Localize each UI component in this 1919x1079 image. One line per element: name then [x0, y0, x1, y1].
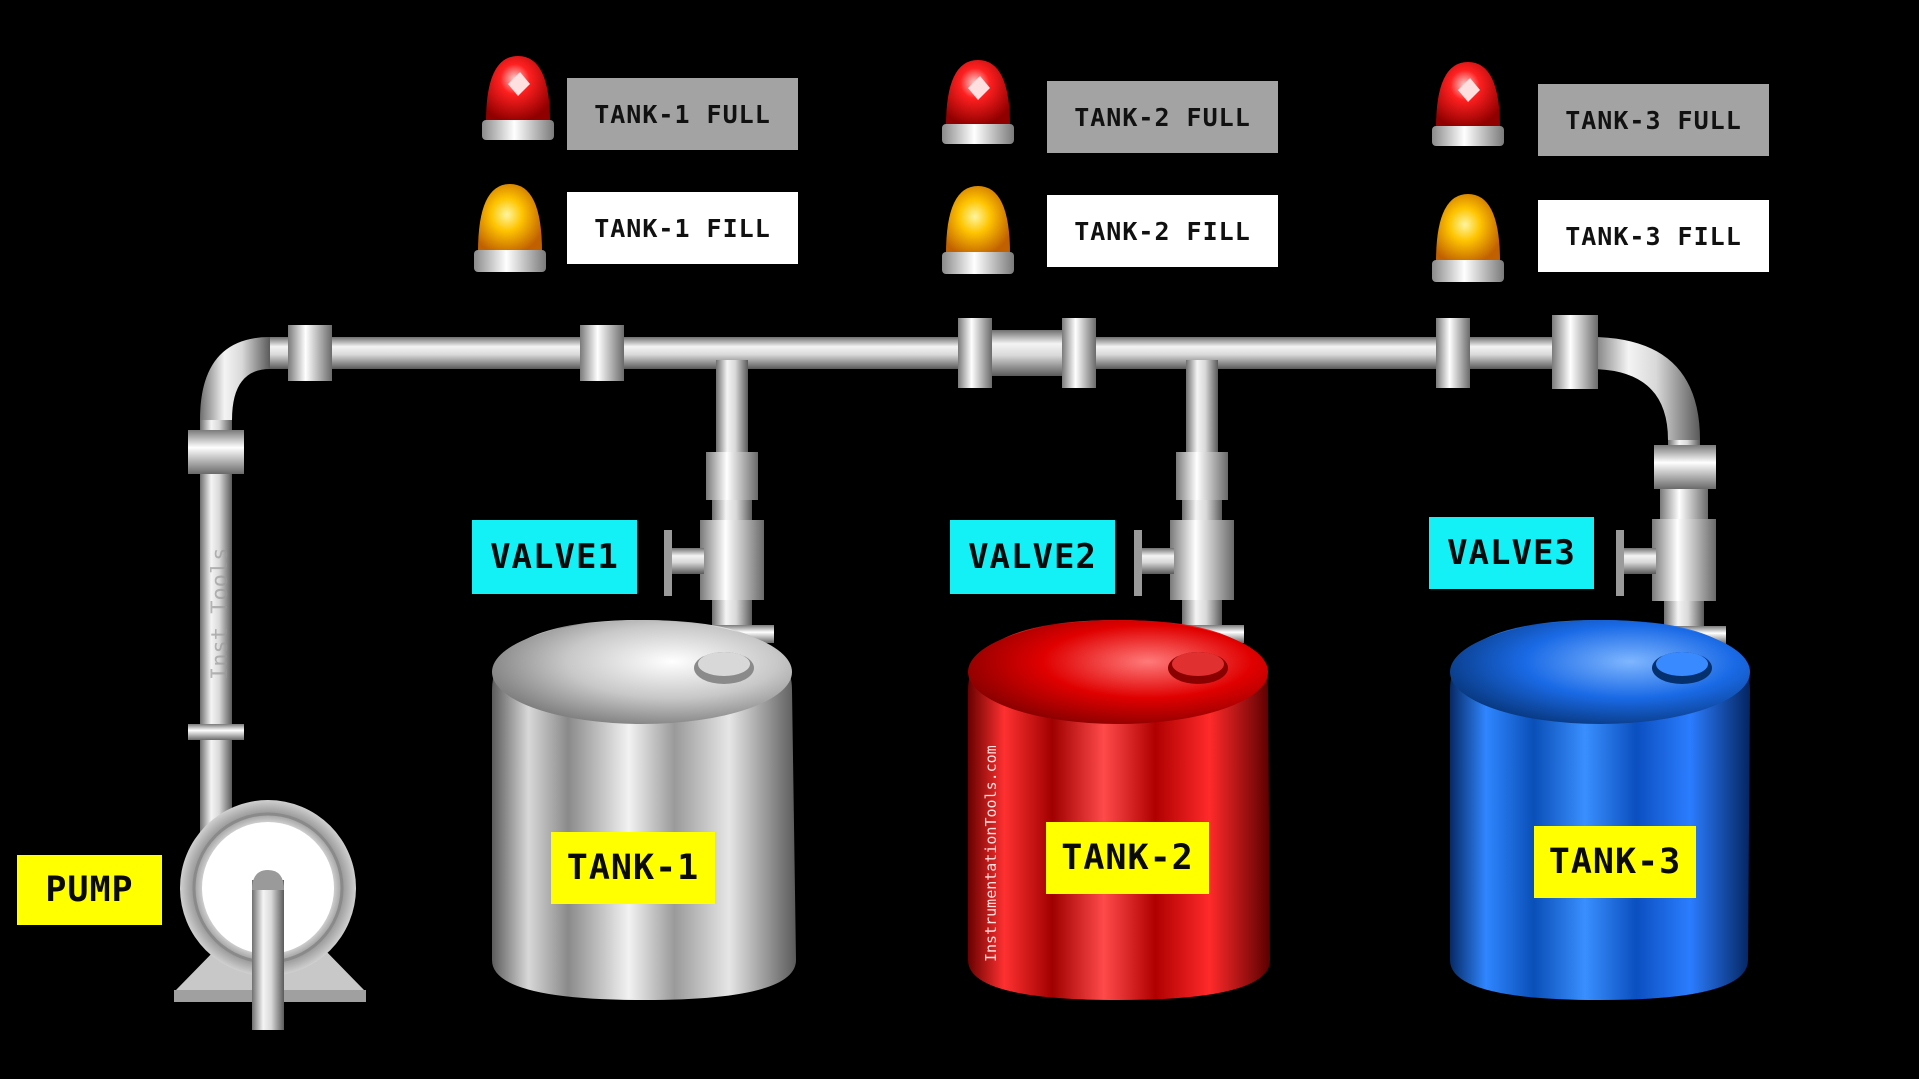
- tank3-label: TANK-3: [1534, 826, 1696, 898]
- valve-assembly-2: [1134, 452, 1244, 643]
- beacon-tank1-full: [482, 56, 554, 140]
- beacon-tank2-fill: [942, 186, 1014, 274]
- beacon-tank1-fill: [474, 184, 546, 272]
- pump-button[interactable]: PUMP: [17, 855, 162, 925]
- beacon-tank3-fill: [1432, 194, 1504, 282]
- tank3-full-label: TANK-3 FULL: [1538, 84, 1769, 156]
- valve3-button[interactable]: VALVE3: [1429, 517, 1594, 589]
- tank3-fill-label: TANK-3 FILL: [1538, 200, 1769, 272]
- valve-assembly-1: [664, 452, 774, 643]
- pipe-watermark: Inst Tools: [208, 547, 233, 680]
- tank1-full-label: TANK-1 FULL: [567, 78, 798, 150]
- beacon-tank2-full: [942, 60, 1014, 144]
- valve-assembly-3: [1616, 489, 1726, 644]
- beacon-tank3-full: [1432, 62, 1504, 146]
- tank2-label: TANK-2: [1046, 822, 1209, 894]
- tank1-fill-label: TANK-1 FILL: [567, 192, 798, 264]
- tank-1-vessel: [492, 620, 796, 1000]
- tank-2-vessel: [968, 620, 1270, 1000]
- tank-3-vessel: [1450, 620, 1750, 1000]
- valve2-button[interactable]: VALVE2: [950, 520, 1115, 594]
- tank2-fill-label: TANK-2 FILL: [1047, 195, 1278, 267]
- valve1-button[interactable]: VALVE1: [472, 520, 637, 594]
- tank-watermark: InstrumentationTools.com: [982, 745, 1000, 962]
- tank1-label: TANK-1: [551, 832, 715, 904]
- centrifugal-pump-icon: [174, 800, 366, 1030]
- tank2-full-label: TANK-2 FULL: [1047, 81, 1278, 153]
